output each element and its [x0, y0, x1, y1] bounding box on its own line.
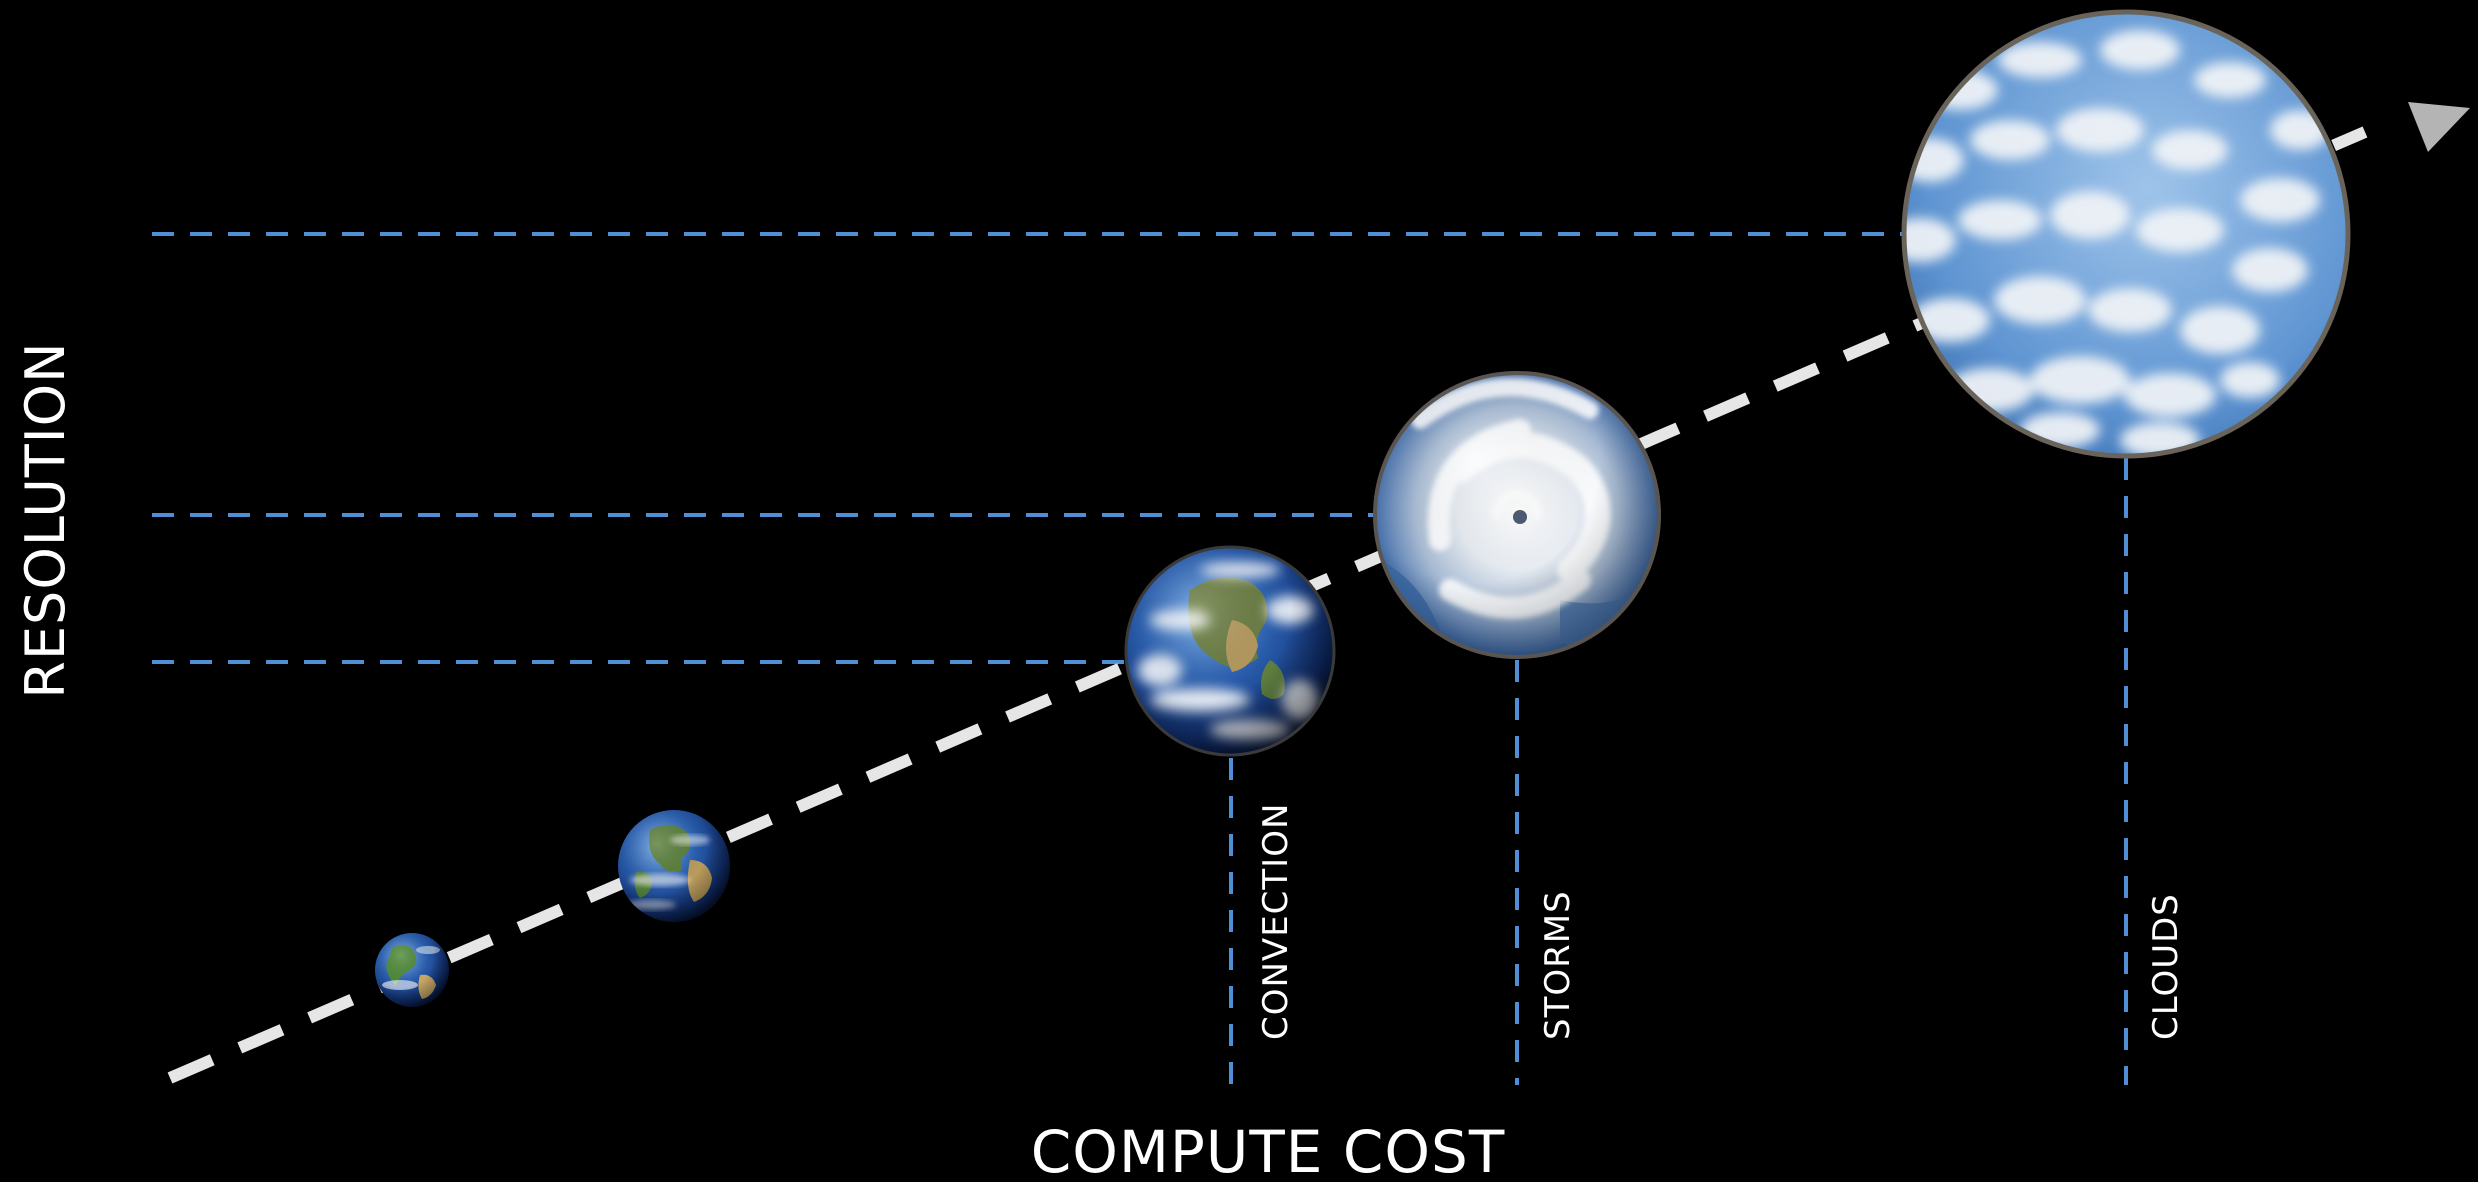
scale-label-convection: CONVECTION: [1256, 803, 1296, 1040]
cloud-field-icon: [1901, 9, 2351, 459]
x-axis-label: COMPUTE COST: [1031, 1118, 1506, 1182]
vertical-guides: [1229, 458, 2128, 1085]
y-axis-label: RESOLUTION: [14, 341, 77, 698]
scale-label-storms: STORMS: [1538, 890, 1578, 1040]
horizontal-guides: [152, 232, 1905, 664]
globe-medium-icon: [618, 810, 730, 922]
earth-convection-icon: [1124, 545, 1336, 757]
globe-small-icon: [375, 933, 449, 1007]
scale-label-clouds: CLOUDS: [2146, 893, 2186, 1040]
hurricane-storm-icon: [1373, 371, 1661, 659]
arrowhead-icon: [2408, 102, 2470, 152]
